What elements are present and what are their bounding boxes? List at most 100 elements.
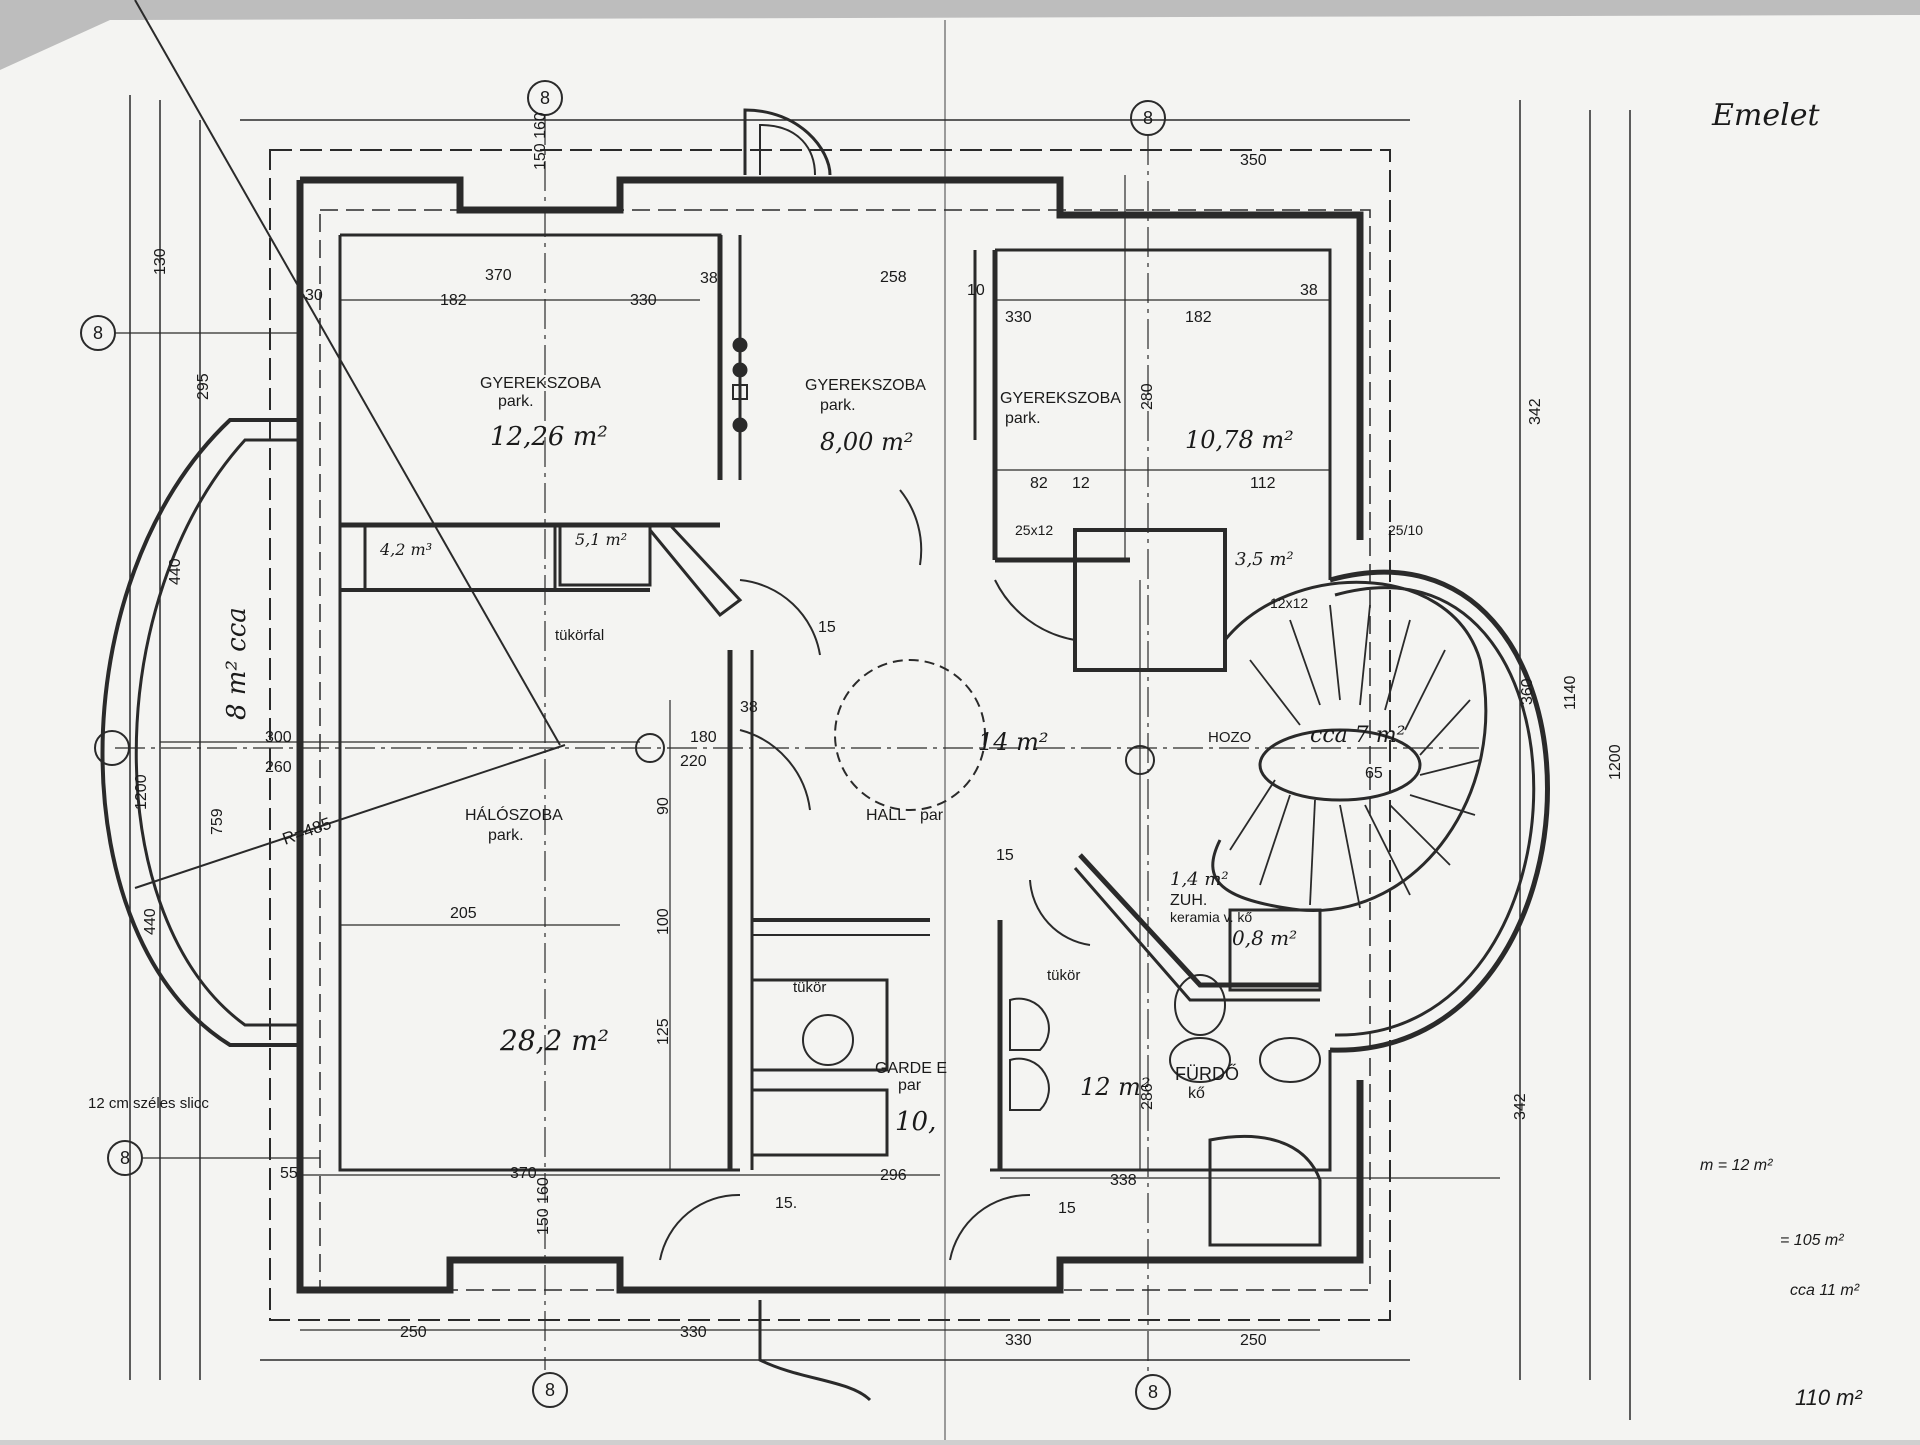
- label-hozo: HOZO: [1208, 729, 1251, 746]
- dim-330-bottom-right: 330: [1005, 1332, 1032, 1349]
- dim-100: 100: [655, 908, 672, 935]
- axis-marker-top-right: 8: [1143, 108, 1153, 128]
- room-gyerekszoba-3-area: 10,78 m²: [1185, 426, 1294, 454]
- paper-sheet: [0, 15, 1920, 1440]
- room-gyerekszoba-1-name: GYEREKSZOBA: [480, 375, 601, 392]
- room-gyerekszoba-1-floor: park.: [498, 393, 534, 410]
- axis-marker-left-top: 8: [93, 323, 103, 343]
- dim-12: 12: [1072, 475, 1090, 492]
- room-hall-area: 14 m²: [978, 728, 1049, 756]
- dim-296: 296: [880, 1167, 907, 1184]
- dim-55: 55: [280, 1165, 298, 1182]
- stair-area: cca 7 m²: [1310, 723, 1405, 748]
- dim-258: 258: [880, 269, 907, 286]
- dim-370-bottom: 370: [510, 1165, 537, 1182]
- closet-2-area: 5,1 m²: [575, 530, 627, 549]
- dim-1200-right: 1200: [1607, 744, 1624, 780]
- dimension-labels: 350 370 370 38 38 38 182 182 330 330 330…: [133, 112, 1624, 1349]
- dim-330-top-right: 330: [1005, 309, 1032, 326]
- dim-330-top-left: 330: [630, 292, 657, 309]
- room-furdo-area: 12 m²: [1080, 1073, 1151, 1101]
- room-hall-floor: par: [920, 807, 944, 824]
- door-tag-15-c: 15: [1058, 1200, 1076, 1217]
- room-zuhany-area: 0,8 m²: [1232, 926, 1297, 950]
- door-tag-15-b: 15.: [775, 1195, 797, 1212]
- closet-1-volume: 4,2 m³: [379, 540, 432, 559]
- dim-440-top: 440: [167, 558, 184, 585]
- dim-330-bottom-left: 330: [680, 1324, 707, 1341]
- margin-note-12: m = 12 m²: [1700, 1157, 1773, 1174]
- dim-260: 260: [265, 759, 292, 776]
- dim-295: 295: [195, 373, 212, 400]
- dim-338: 338: [1110, 1172, 1137, 1189]
- room-gyerekszoba-2-name: GYEREKSZOBA: [805, 377, 926, 394]
- dim-1140: 1140: [1562, 675, 1579, 710]
- dim-182-right: 182: [1185, 309, 1212, 326]
- dim-250-left: 250: [400, 1324, 427, 1341]
- margin-note-cca11: cca 11 m²: [1790, 1282, 1860, 1299]
- room-labels: GYEREKSZOBA park. 12,26 m² GYEREKSZOBA p…: [222, 375, 1405, 1137]
- dim-300: 300: [265, 729, 292, 746]
- closet-area: 3,5 m²: [1235, 549, 1294, 570]
- room-gyerekszoba-2-area: 8,00 m²: [820, 428, 913, 456]
- margin-note-110: 110 m²: [1795, 1385, 1863, 1410]
- room-haloszoba-name: HÁLÓSZOBA: [465, 805, 563, 824]
- room-wc-area: 1,4 m²: [1170, 869, 1229, 890]
- dim-205: 205: [450, 905, 477, 922]
- room-gyerekszoba-2-floor: park.: [820, 397, 856, 414]
- dim-182-left: 182: [440, 292, 467, 309]
- margin-notes: = 105 m² cca 11 m² 110 m² m = 12 m²: [1700, 1157, 1863, 1410]
- dim-150-160-bottom: 150 160: [535, 1177, 552, 1235]
- room-zuhany-floor: keramia v. kő: [1170, 909, 1252, 925]
- dim-82: 82: [1030, 475, 1048, 492]
- label-slicc: 12 cm széles slicc: [88, 1095, 209, 1112]
- dim-250-right: 250: [1240, 1332, 1267, 1349]
- door-tag-15-d: 15: [996, 847, 1014, 864]
- room-furdo-floor: kő: [1188, 1085, 1205, 1102]
- dim-65: 65: [1365, 765, 1383, 782]
- dim-350: 350: [1240, 152, 1267, 169]
- dim-150-160-top: 150 160: [532, 112, 549, 170]
- axis-marker-left-bottom: 8: [120, 1148, 130, 1168]
- dim-38-b: 38: [1300, 282, 1318, 299]
- dim-180: 180: [690, 729, 717, 746]
- room-furdo-name: FÜRDŐ: [1175, 1063, 1239, 1084]
- dim-38-a: 38: [700, 270, 718, 287]
- label-tukorfal: tükörfal: [555, 627, 604, 644]
- dim-286: 286: [1139, 1083, 1156, 1110]
- margin-note-105: = 105 m²: [1780, 1232, 1844, 1249]
- room-gyerekszoba-1-area: 12,26 m²: [490, 422, 608, 452]
- room-hall-name: HALL: [866, 807, 906, 824]
- dim-1200-left: 1200: [133, 774, 150, 810]
- sheet-title: Emelet: [1711, 98, 1820, 133]
- dim-90: 90: [655, 797, 672, 815]
- dim-370-top: 370: [485, 267, 512, 284]
- room-gyerekszoba-3-floor: park.: [1005, 410, 1041, 427]
- dim-342-bottom: 342: [1512, 1093, 1529, 1120]
- room-haloszoba-floor: park.: [488, 827, 524, 844]
- dim-342-top: 342: [1527, 398, 1544, 425]
- dim-125: 125: [655, 1018, 672, 1045]
- dim-25-10: 25/10: [1388, 522, 1423, 538]
- room-garderob-area: 10,: [895, 1107, 936, 1137]
- room-haloszoba-area: 28,2 m²: [499, 1024, 609, 1057]
- axis-marker-top-left: 8: [540, 88, 550, 108]
- dim-112: 112: [1250, 475, 1276, 492]
- label-tukor-2: tükör: [1047, 967, 1080, 984]
- label-tukor-1: tükör: [793, 979, 826, 996]
- dim-25x12: 25x12: [1015, 522, 1053, 538]
- room-garderob-floor: par: [898, 1077, 922, 1094]
- dim-12x12: 12x12: [1270, 595, 1308, 611]
- room-zuhany-name: ZUH.: [1170, 892, 1207, 909]
- door-tag-15-a: 15: [818, 619, 836, 636]
- dim-220: 220: [680, 753, 707, 770]
- dim-280: 280: [1139, 383, 1156, 410]
- axis-marker-bottom-left: 8: [545, 1380, 555, 1400]
- dim-130: 130: [152, 248, 169, 275]
- plan-linework: [80, 0, 1631, 1420]
- room-gyerekszoba-3-name: GYEREKSZOBA: [1000, 390, 1121, 407]
- axis-marker-bottom-right: 8: [1148, 1382, 1158, 1402]
- bay-area: 8 m² cca: [222, 607, 252, 720]
